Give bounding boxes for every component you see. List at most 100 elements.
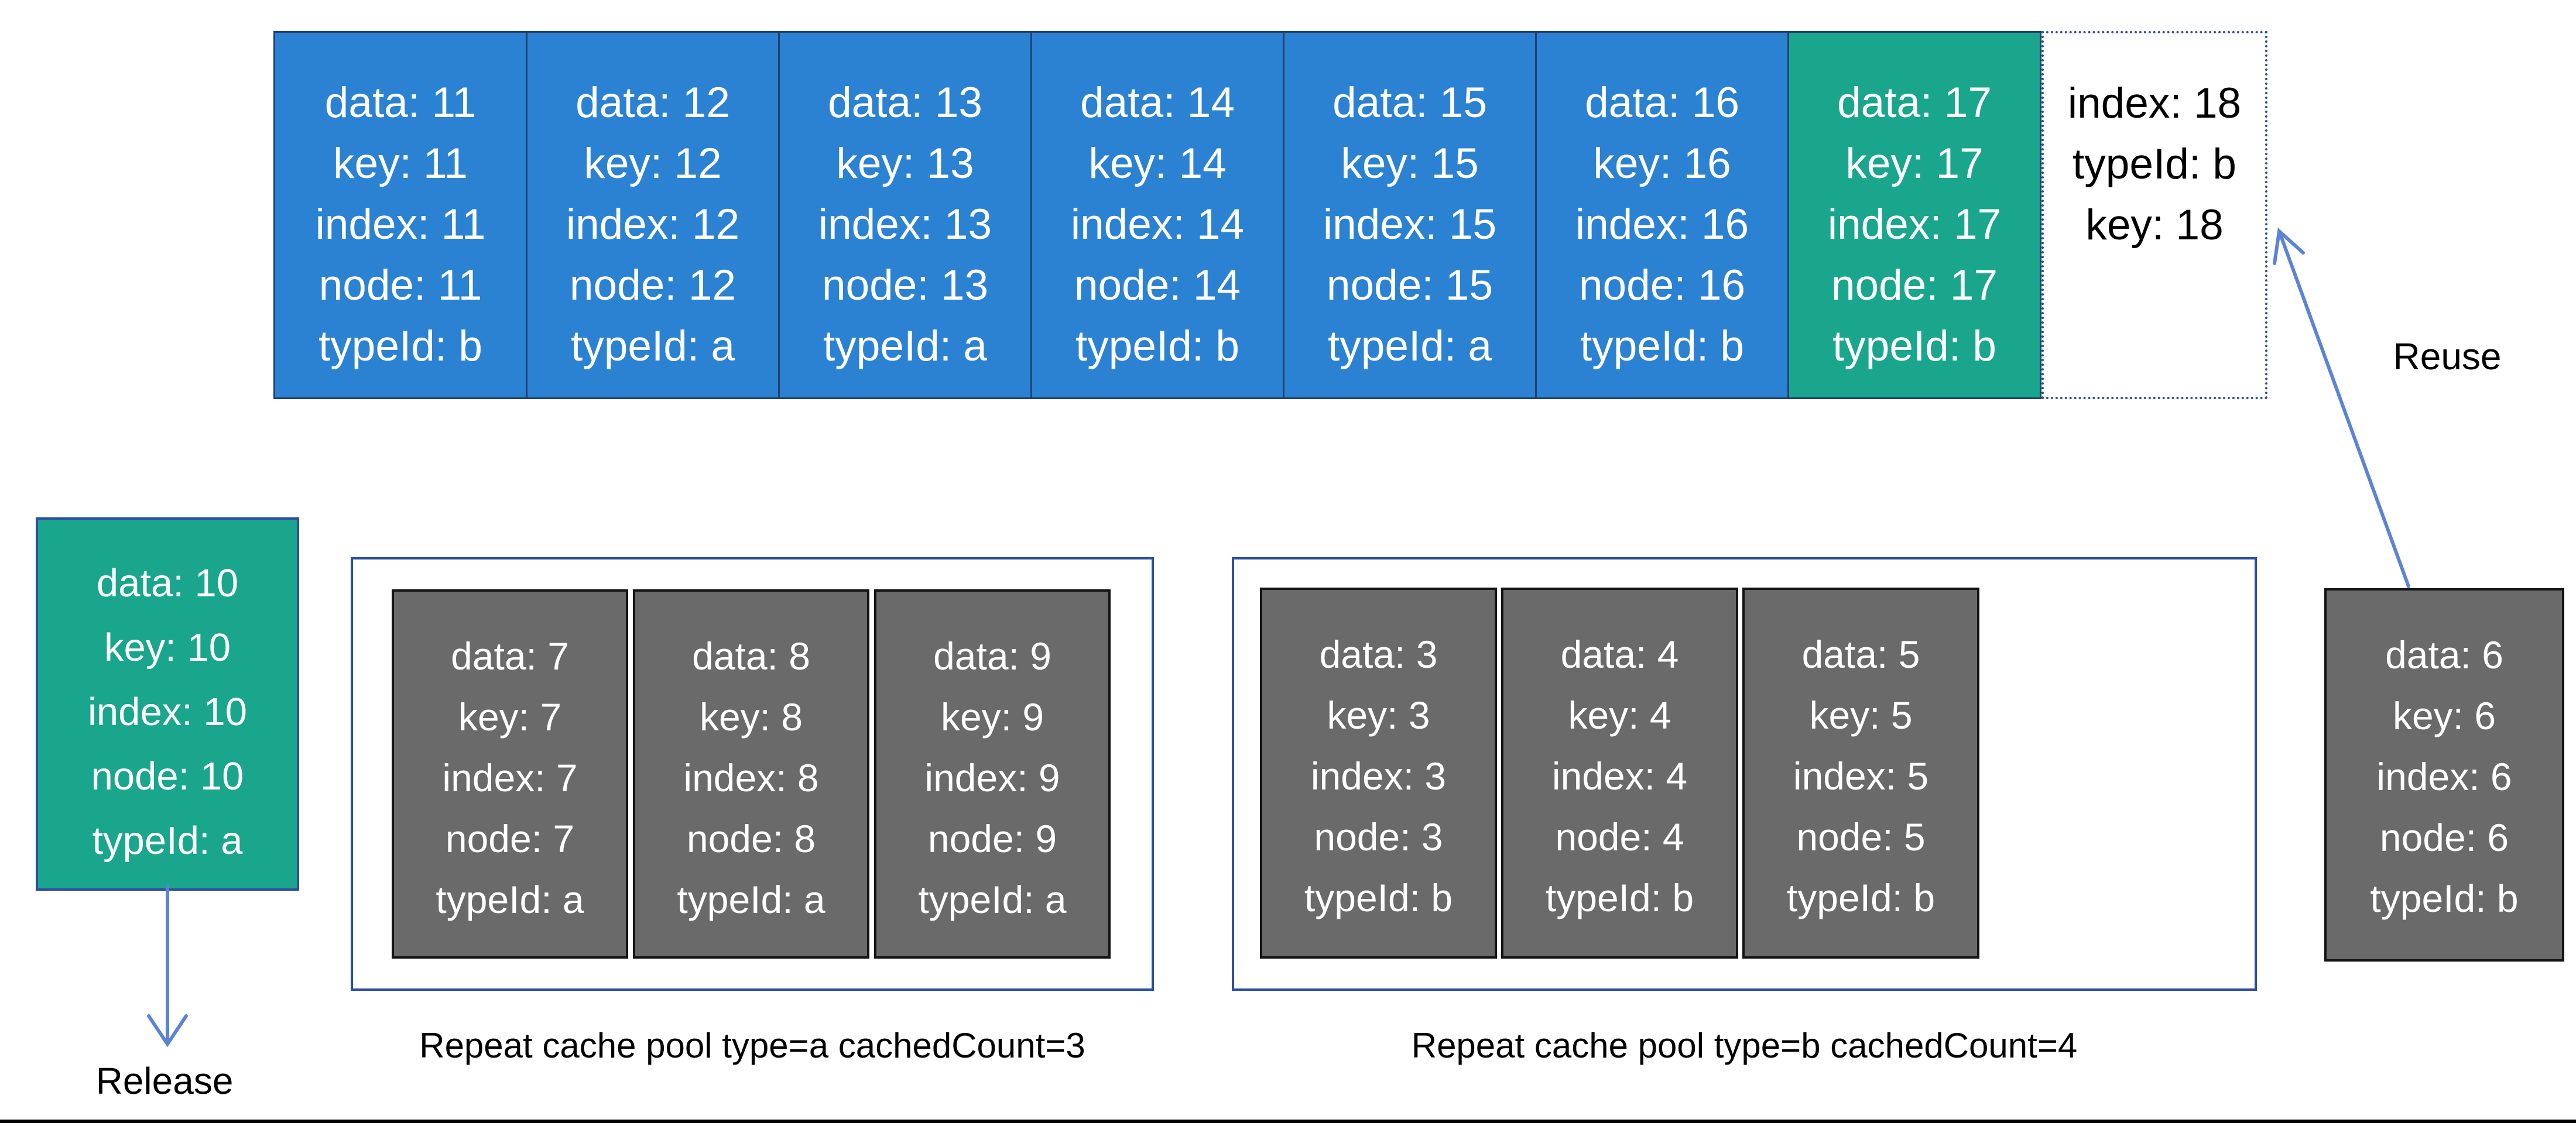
node-card-13: data: 13 key: 13 index: 13 node: 13 type… xyxy=(778,31,1032,399)
card-line: index: 16 xyxy=(1575,201,1749,248)
card-line: node: 14 xyxy=(1074,262,1241,309)
card-line: key: 8 xyxy=(699,695,803,739)
card-line: key: 13 xyxy=(836,140,974,187)
card-line: index: 18 xyxy=(2067,80,2242,127)
card-line: node: 8 xyxy=(686,817,816,860)
card-line: node: 9 xyxy=(927,817,1057,860)
card-line: key: 3 xyxy=(1327,694,1430,737)
card-line: typeId: b xyxy=(1075,322,1240,370)
card-line: typeId: a xyxy=(823,322,988,370)
card-line: key: 14 xyxy=(1088,140,1227,187)
release-label: Release xyxy=(95,1060,234,1102)
card-line: data: 16 xyxy=(1585,79,1739,126)
card-line: data: 12 xyxy=(576,79,730,126)
pool-a-label: Repeat cache pool type=a cachedCount=3 xyxy=(419,1026,1085,1065)
card-line: key: 18 xyxy=(2085,201,2224,249)
cached-node-card-5: data: 5 key: 5 index: 5 node: 5 typeId: … xyxy=(1742,588,1979,959)
card-line: typeId: a xyxy=(1327,322,1492,370)
card-line: node: 6 xyxy=(2379,816,2509,859)
card-line: index: 3 xyxy=(1310,754,1447,798)
card-line: key: 6 xyxy=(2392,694,2496,737)
card-line: data: 11 xyxy=(324,79,477,126)
card-line: key: 11 xyxy=(333,140,468,187)
card-line: typeId: b xyxy=(1304,876,1453,919)
card-line: typeId: b xyxy=(2072,140,2237,188)
card-line: data: 17 xyxy=(1837,79,1992,126)
card-line: node: 5 xyxy=(1796,815,1926,859)
card-line: data: 4 xyxy=(1560,633,1679,676)
card-line: data: 6 xyxy=(2385,633,2503,677)
card-line: typeId: b xyxy=(1580,322,1745,370)
card-line: key: 15 xyxy=(1341,140,1479,187)
card-line: node: 10 xyxy=(91,754,244,798)
card-line: typeId: b xyxy=(1786,876,1936,919)
card-line: index: 6 xyxy=(2376,755,2512,798)
card-line: typeId: b xyxy=(318,322,483,370)
card-line: data: 5 xyxy=(1801,633,1920,676)
cache-pool-box-type-a: data: 7 key: 7 index: 7 node: 7 typeId: … xyxy=(351,557,1154,991)
pending-node-placeholder-18: index: 18 typeId: b key: 18 xyxy=(2041,31,2267,399)
card-line: typeId: a xyxy=(436,878,584,921)
node-card-11: data: 11 key: 11 index: 11 node: 11 type… xyxy=(273,31,527,399)
card-line: index: 15 xyxy=(1323,201,1497,248)
cached-node-card-8: data: 8 key: 8 index: 8 node: 8 typeId: … xyxy=(633,589,869,959)
card-line: key: 16 xyxy=(1593,140,1731,187)
card-line: node: 11 xyxy=(318,262,482,309)
card-line: key: 10 xyxy=(104,626,231,670)
release-arrow xyxy=(147,884,188,1048)
card-line: key: 5 xyxy=(1809,694,1913,737)
card-line: data: 3 xyxy=(1319,633,1438,676)
card-line: index: 8 xyxy=(683,756,819,799)
card-line: data: 7 xyxy=(451,634,569,678)
card-line: key: 17 xyxy=(1845,140,1984,187)
node-card-17-reused: data: 17 key: 17 index: 17 node: 17 type… xyxy=(1787,31,2041,399)
rendered-node-row: data: 11 key: 11 index: 11 node: 11 type… xyxy=(273,31,2267,399)
card-line: data: 15 xyxy=(1332,79,1487,126)
card-line: typeId: a xyxy=(918,878,1067,921)
card-line: index: 5 xyxy=(1793,754,1929,798)
cache-pool-box-type-b: data: 3 key: 3 index: 3 node: 3 typeId: … xyxy=(1232,557,2257,991)
card-line: data: 9 xyxy=(933,634,1051,678)
card-line: index: 11 xyxy=(315,201,486,248)
card-line: node: 15 xyxy=(1326,262,1493,309)
card-line: node: 12 xyxy=(569,262,737,309)
card-line: index: 17 xyxy=(1827,201,2002,248)
node-card-15: data: 15 key: 15 index: 15 node: 15 type… xyxy=(1283,31,1537,399)
card-line: node: 4 xyxy=(1555,815,1684,859)
card-line: typeId: b xyxy=(2370,877,2519,920)
card-line: typeId: a xyxy=(677,878,825,921)
card-line: typeId: b xyxy=(1545,876,1694,919)
reuse-label: Reuse xyxy=(2393,335,2502,377)
card-line: key: 12 xyxy=(584,140,722,187)
card-line: index: 7 xyxy=(442,756,578,799)
card-line: node: 16 xyxy=(1578,262,1746,309)
card-line: key: 4 xyxy=(1568,694,1671,737)
cached-node-card-3: data: 3 key: 3 index: 3 node: 3 typeId: … xyxy=(1260,588,1497,959)
node-card-16: data: 16 key: 16 index: 16 node: 16 type… xyxy=(1535,31,1789,399)
reuse-arrow xyxy=(2273,228,2410,588)
cache-pool-a-cards: data: 7 key: 7 index: 7 node: 7 typeId: … xyxy=(392,589,1111,959)
card-line: typeId: a xyxy=(570,322,735,370)
card-line: index: 4 xyxy=(1551,754,1688,798)
card-line: index: 12 xyxy=(566,201,740,248)
node-card-12: data: 12 key: 12 index: 12 node: 12 type… xyxy=(526,31,780,399)
card-line: key: 7 xyxy=(458,695,562,739)
card-line: data: 8 xyxy=(692,634,810,678)
card-line: typeId: a xyxy=(92,819,243,863)
cache-pool-b-cards: data: 3 key: 3 index: 3 node: 3 typeId: … xyxy=(1260,588,1979,959)
cached-node-card-4: data: 4 key: 4 index: 4 node: 4 typeId: … xyxy=(1501,588,1738,959)
bottom-divider-line xyxy=(0,1120,2576,1123)
card-line: node: 7 xyxy=(445,817,575,860)
card-line: index: 13 xyxy=(818,201,992,248)
node-card-14: data: 14 key: 14 index: 14 node: 14 type… xyxy=(1030,31,1284,399)
card-line: node: 13 xyxy=(821,262,989,309)
card-line: node: 3 xyxy=(1314,815,1443,859)
card-line: index: 9 xyxy=(924,756,1060,799)
card-line: index: 10 xyxy=(88,690,247,734)
card-line: data: 14 xyxy=(1080,79,1235,126)
cached-node-card-7: data: 7 key: 7 index: 7 node: 7 typeId: … xyxy=(392,589,628,959)
cached-node-card-9: data: 9 key: 9 index: 9 node: 9 typeId: … xyxy=(874,589,1111,959)
card-line: data: 10 xyxy=(96,561,239,605)
card-line: typeId: b xyxy=(1832,322,1997,370)
